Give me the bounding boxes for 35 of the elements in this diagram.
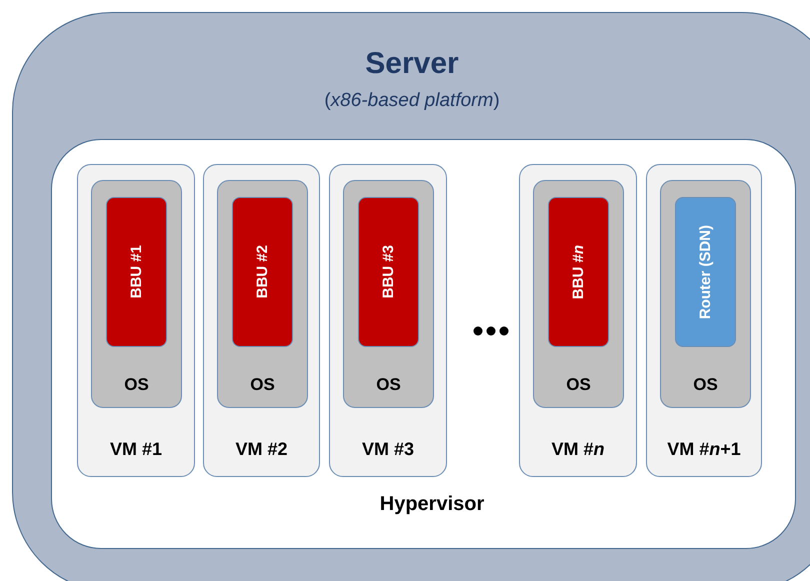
bbu-box — [548, 197, 609, 347]
server-title: Server — [364, 49, 460, 79]
router-box — [675, 197, 736, 347]
os-label: OS — [565, 376, 592, 393]
server-subtitle: (x86-based platform) — [323, 91, 501, 110]
vertical-label: BBU #2 — [255, 245, 270, 299]
vm-label: VM #n+1 — [666, 440, 742, 458]
vm-box — [329, 164, 447, 477]
bbu-box — [106, 197, 167, 347]
os-label: OS — [375, 376, 402, 393]
hypervisor-panel — [51, 139, 796, 549]
os-box — [343, 180, 434, 408]
hypervisor-label: Hypervisor — [378, 494, 486, 514]
vm-label: VM #n — [550, 440, 606, 458]
vertical-label: Router (SDN) — [698, 224, 713, 320]
vm-box — [203, 164, 320, 477]
os-box — [217, 180, 308, 408]
vertical-label: BBU #1 — [129, 245, 144, 299]
bbu-box — [358, 197, 419, 347]
os-label: OS — [249, 376, 276, 393]
vm-label: VM #2 — [234, 440, 289, 458]
vm-box — [77, 164, 195, 477]
vertical-label: BBU #3 — [381, 245, 396, 299]
os-box — [660, 180, 751, 408]
os-box — [533, 180, 624, 408]
os-label: OS — [692, 376, 719, 393]
os-label: OS — [123, 376, 150, 393]
bbu-box — [232, 197, 293, 347]
vertical-label: BBU #n — [571, 244, 586, 300]
vm-label: VM #1 — [108, 440, 164, 458]
vm-label: VM #3 — [360, 440, 416, 458]
server-panel — [12, 12, 810, 581]
vm-box — [519, 164, 637, 477]
os-box — [91, 180, 182, 408]
vm-box — [646, 164, 762, 477]
